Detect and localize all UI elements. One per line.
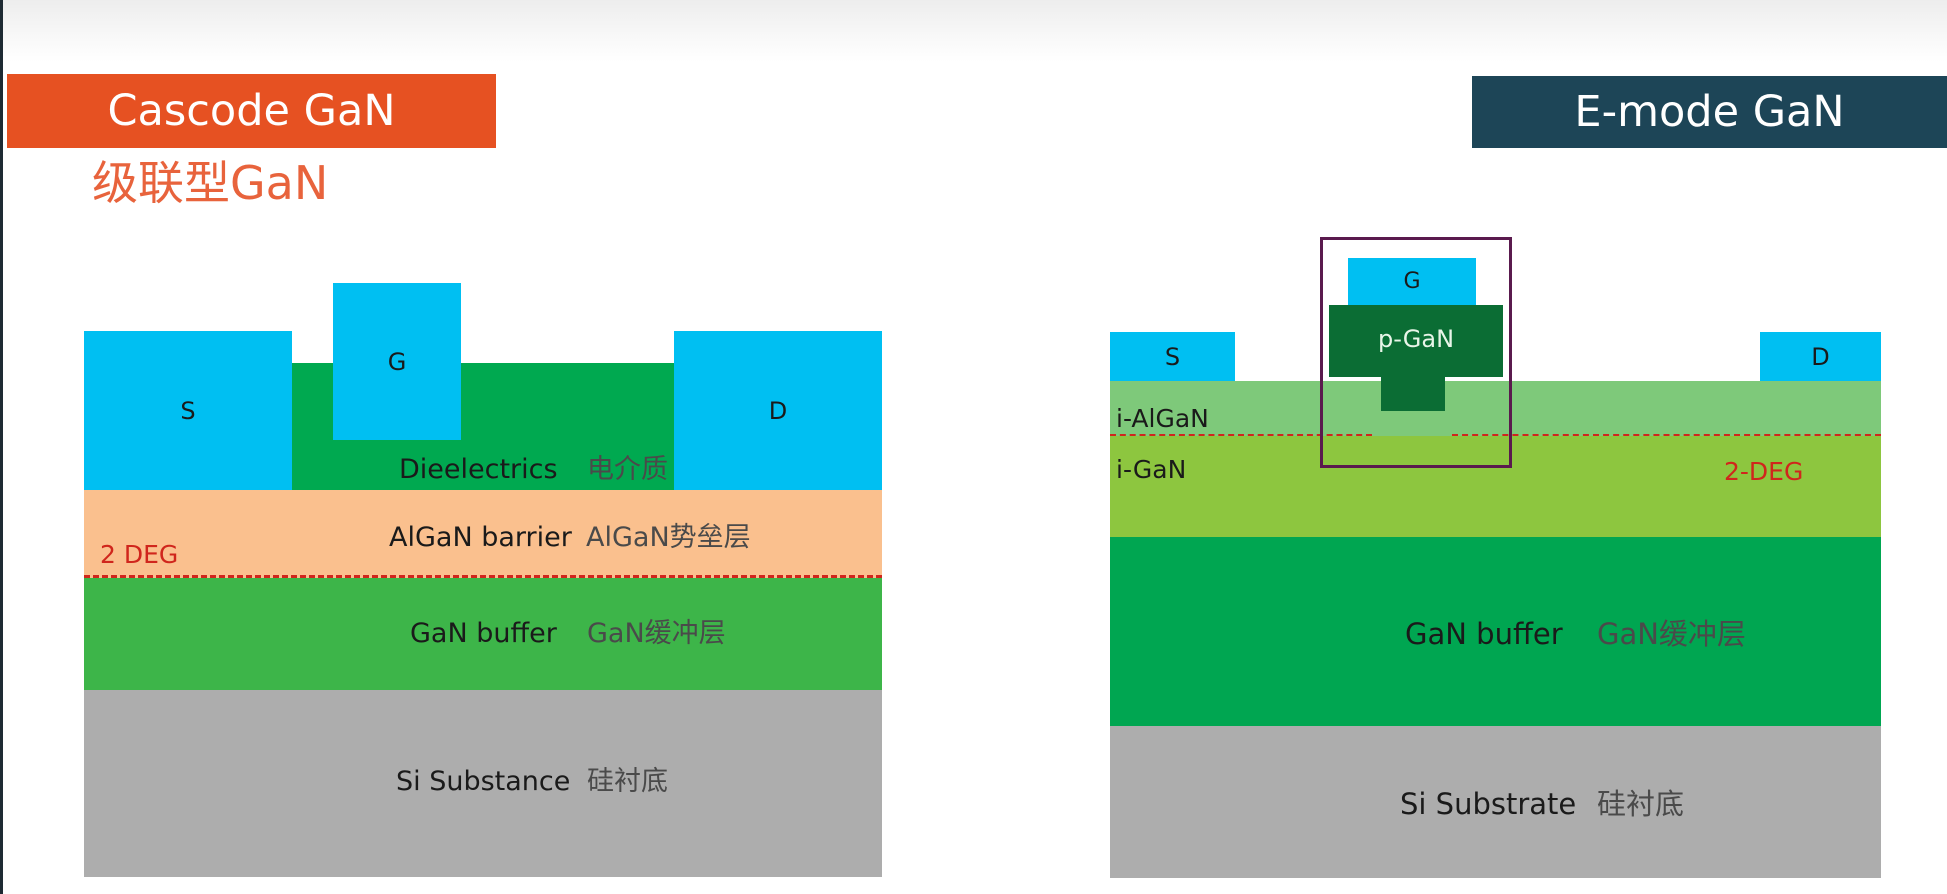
emode-gate-label: G bbox=[1403, 269, 1421, 294]
cascode-source-label: S bbox=[180, 396, 196, 425]
emode-i-gan-label: i-GaN bbox=[1116, 455, 1187, 484]
cascode-source-contact: S bbox=[84, 331, 292, 490]
cascode-gan-banner-label: Cascode GaN bbox=[107, 86, 396, 136]
cascode-gan-buffer-layer bbox=[84, 578, 882, 690]
emode-source-label: S bbox=[1164, 342, 1181, 371]
emode-i-algan-label: i-AlGaN bbox=[1116, 404, 1209, 433]
cascode-barrier-label: AlGaN barrier bbox=[389, 522, 572, 553]
cascode-dielectrics-cn-label: 电介质 bbox=[587, 454, 668, 485]
emode-p-gan-stem bbox=[1381, 372, 1445, 411]
cascode-substrate-label: Si Substance bbox=[396, 766, 571, 797]
emode-gate-contact: G bbox=[1348, 258, 1476, 305]
window-left-edge bbox=[0, 0, 3, 894]
emode-2deg-line-right bbox=[1452, 434, 1881, 436]
cascode-gan-subtitle: 级联型GaN bbox=[92, 156, 329, 210]
emode-substrate-cn-label: 硅衬底 bbox=[1597, 787, 1685, 821]
cascode-algan-barrier-layer bbox=[84, 490, 882, 578]
emode-si-substrate-layer bbox=[1110, 726, 1881, 878]
emode-gan-banner-label: E-mode GaN bbox=[1574, 87, 1845, 137]
cascode-gan-banner: Cascode GaN bbox=[7, 74, 496, 148]
emode-gate-highlight-box bbox=[1320, 237, 1512, 468]
cascode-substrate-cn-label: 硅衬底 bbox=[587, 766, 668, 797]
cascode-drain-contact: D bbox=[674, 331, 882, 490]
emode-2deg-label: 2-DEG bbox=[1724, 457, 1804, 486]
cascode-dielectrics-label: Dieelectrics bbox=[399, 454, 558, 485]
emode-i-algan-layer bbox=[1110, 381, 1881, 436]
emode-gan-banner: E-mode GaN bbox=[1472, 76, 1947, 148]
cascode-gate-label: G bbox=[387, 347, 407, 376]
emode-drain-contact: D bbox=[1760, 332, 1881, 381]
emode-buffer-label: GaN buffer bbox=[1405, 617, 1563, 651]
cascode-si-substrate-layer bbox=[84, 690, 882, 877]
emode-drain-label: D bbox=[1811, 342, 1830, 371]
cascode-buffer-label: GaN buffer bbox=[410, 618, 557, 649]
emode-gan-buffer-layer bbox=[1110, 537, 1881, 726]
cascode-gate-contact: G bbox=[333, 283, 461, 440]
cascode-drain-label: D bbox=[768, 396, 788, 425]
emode-buffer-cn-label: GaN缓冲层 bbox=[1597, 617, 1746, 651]
cascode-2deg-label: 2 DEG bbox=[100, 540, 179, 569]
emode-substrate-label: Si Substrate bbox=[1400, 787, 1577, 821]
emode-p-gan-label: p-GaN bbox=[1377, 325, 1455, 353]
emode-source-contact: S bbox=[1110, 332, 1235, 381]
cascode-2deg-line bbox=[84, 575, 882, 578]
cascode-buffer-cn-label: GaN缓冲层 bbox=[587, 618, 726, 649]
emode-2deg-line-left bbox=[1110, 434, 1372, 436]
emode-p-gan-block: p-GaN bbox=[1329, 305, 1503, 377]
cascode-barrier-cn-label: AlGaN势垒层 bbox=[586, 522, 751, 553]
emode-i-gan-layer bbox=[1110, 436, 1881, 537]
window-top-band bbox=[0, 0, 1947, 62]
